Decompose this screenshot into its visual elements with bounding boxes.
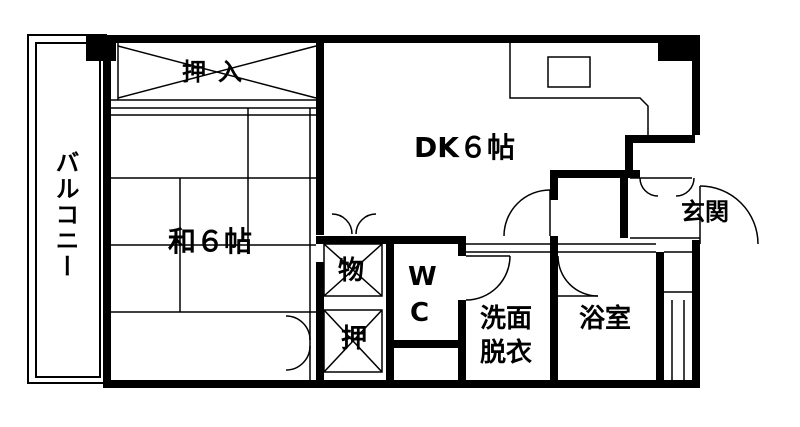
dk-label: DK６帖 (414, 131, 515, 164)
genkan-label: 玄関 (681, 198, 729, 226)
balcony-label: バルコニー (51, 150, 79, 280)
door-swings (285, 177, 759, 371)
outer-walls (86, 35, 700, 388)
toilet-label-c: C (410, 298, 430, 328)
senmen-label-1: 洗面 (480, 304, 533, 334)
bath-label: 浴室 (579, 304, 632, 334)
thin-lines (111, 43, 700, 380)
interior-walls (316, 43, 695, 380)
storage-label: 物 (338, 256, 365, 286)
washitsu-label: 和６帖 (168, 225, 253, 258)
closet-small-label: 押 (341, 324, 368, 354)
closet-top-label: 押入 (182, 58, 254, 86)
senmen-label-2: 脱衣 (480, 338, 533, 368)
toilet-label-w: W (408, 262, 437, 292)
